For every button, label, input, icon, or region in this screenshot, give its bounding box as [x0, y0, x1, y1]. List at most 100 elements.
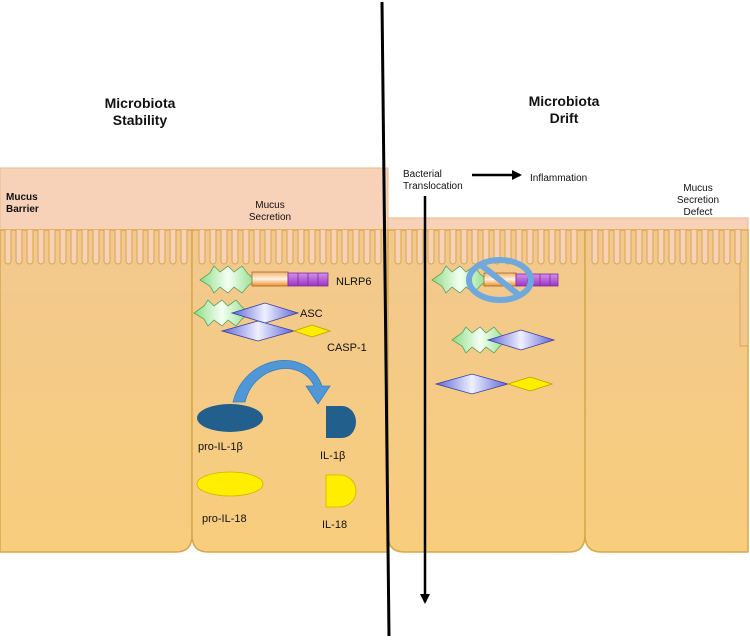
microvilli-brush-border	[4, 230, 742, 265]
mucus-secretion-defect-line-2: Secretion	[677, 195, 719, 206]
microvillus	[405, 230, 413, 265]
microvillus	[690, 230, 698, 265]
il18-shape	[325, 474, 357, 508]
nlrp6-inhibited-complex	[431, 257, 559, 303]
asc-card-diamond	[230, 302, 300, 324]
mucus-secretion-defect-line-1: Mucus	[683, 183, 712, 194]
right-title-line-2: Drift	[550, 110, 579, 126]
pro-il1b-label: pro-IL-1β	[198, 441, 243, 453]
microvillus	[734, 230, 742, 265]
mucus-secretion-defect-line-3: Defect	[684, 207, 713, 218]
casp1-label: CASP-1	[327, 342, 367, 354]
microvillus	[460, 230, 468, 265]
microvillus	[70, 230, 78, 265]
processing-curved-arrow	[232, 360, 331, 405]
nlrp6-nacht-domain	[251, 271, 289, 287]
pro-il18-shape	[196, 471, 264, 497]
microvillus	[158, 230, 166, 265]
mucus-barrier-label-line-1: Mucus	[6, 192, 38, 203]
microvillus	[180, 230, 188, 265]
microvillus	[136, 230, 144, 265]
asc-complex	[193, 299, 300, 327]
microvillus	[308, 230, 316, 265]
microvillus	[209, 230, 217, 265]
microvillus	[81, 230, 89, 265]
right-edge-cell-strip	[739, 229, 749, 347]
casp1-catalytic-diamond-right	[506, 376, 554, 392]
microvillus	[602, 230, 610, 265]
pro-il1b-shape	[197, 404, 263, 432]
il1b-shape	[326, 406, 356, 438]
microvillus	[723, 230, 731, 265]
bacterial-translocation-label-line-2: Translocation	[403, 181, 463, 192]
microvillus	[657, 230, 665, 265]
microvillus	[537, 230, 545, 265]
microvillus	[114, 230, 122, 265]
microvillus	[220, 230, 228, 265]
microvillus	[679, 230, 687, 265]
inflammation-label: Inflammation	[530, 173, 587, 184]
microvillus	[253, 230, 261, 265]
microvillus	[438, 230, 446, 265]
mucus-barrier-label-line-2: Barrier	[6, 204, 39, 215]
mucus-secretion-label-line-1: Mucus	[255, 200, 284, 211]
microvillus	[169, 230, 177, 265]
bacterial-translocation-label-line-1: Bacterial	[403, 169, 442, 180]
microvillus	[559, 230, 567, 265]
microvillus	[635, 230, 643, 265]
asc-label: ASC	[300, 308, 323, 320]
microvillus	[701, 230, 709, 265]
microvillus	[526, 230, 534, 265]
microvillus	[374, 230, 382, 265]
microvillus	[37, 230, 45, 265]
microvillus	[92, 230, 100, 265]
epithelial-cell-1	[0, 229, 193, 553]
microvillus	[4, 230, 12, 265]
right-title-line-1: Microbiota	[529, 93, 600, 109]
microvillus	[570, 230, 578, 265]
nlrp6-lrr-domain-right	[515, 273, 559, 287]
microvillus	[125, 230, 133, 265]
mucus-layer-left	[0, 167, 389, 239]
microvillus	[515, 230, 523, 265]
microvillus	[275, 230, 283, 265]
microvillus	[449, 230, 457, 265]
microvillus	[147, 230, 155, 265]
microvillus	[668, 230, 676, 265]
pro-il18-label: pro-IL-18	[202, 513, 247, 525]
left-title-line-2: Stability	[113, 112, 168, 128]
microvillus	[427, 230, 435, 265]
microvillus	[231, 230, 239, 265]
condition-divider-line	[380, 1, 391, 637]
nlrp6-label: NLRP6	[336, 276, 371, 288]
microvillus	[416, 230, 424, 265]
microvillus	[103, 230, 111, 265]
microvillus	[26, 230, 34, 265]
microvillus	[48, 230, 56, 265]
microvillus	[59, 230, 67, 265]
casp1-complex	[220, 320, 332, 342]
microvillus	[548, 230, 556, 265]
microvillus	[624, 230, 632, 265]
microvillus	[319, 230, 327, 265]
asc-card-diamond-right	[486, 329, 556, 351]
microvillus	[198, 230, 206, 265]
microvillus	[297, 230, 305, 265]
left-title-line-1: Microbiota	[105, 95, 176, 111]
microvillus	[242, 230, 250, 265]
epithelial-cell-4	[584, 229, 749, 553]
il18-label: IL-18	[322, 519, 347, 531]
microvillus	[363, 230, 371, 265]
microvillus	[712, 230, 720, 265]
microvillus	[341, 230, 349, 265]
microvillus	[352, 230, 360, 265]
microvillus	[394, 230, 402, 265]
microvillus	[591, 230, 599, 265]
casp1-complex-right	[434, 373, 554, 395]
microvillus	[646, 230, 654, 265]
asc-complex-right	[451, 326, 556, 354]
il1b-label: IL-1β	[320, 450, 345, 462]
microvillus	[15, 230, 23, 265]
microvillus	[471, 230, 479, 265]
